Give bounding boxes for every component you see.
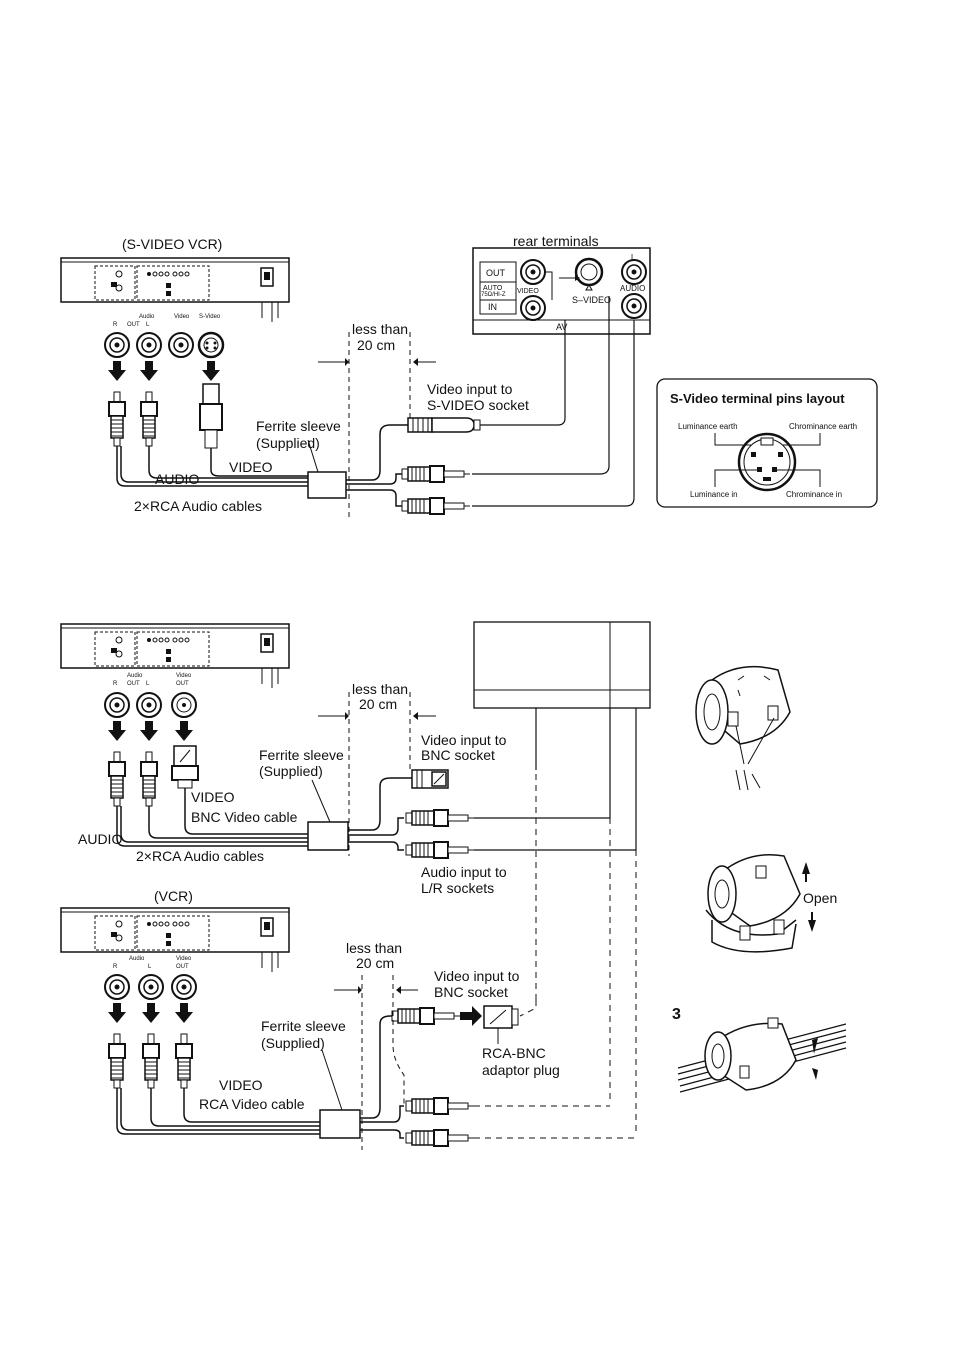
bnc-video-cable-label: BNC Video cable	[191, 809, 298, 825]
section2-diagram	[60, 621, 651, 1136]
port2-out-video: OUT	[176, 681, 189, 687]
l-terminal-label: L	[631, 253, 636, 262]
video-input-1: Video input to	[427, 381, 513, 397]
port3-out-video: OUT	[176, 964, 189, 970]
port1-svideo: S-Video	[199, 314, 221, 320]
cm-1: 20 cm	[357, 337, 396, 353]
av-label: AV	[556, 322, 568, 332]
svideo-pins-box	[656, 378, 878, 508]
less-than-3: less than	[346, 940, 403, 956]
sleeve-step2	[705, 853, 816, 953]
ferrite-2: Ferrite sleeve	[259, 747, 344, 763]
port1-audio: Audio	[139, 314, 155, 320]
adaptor-label-2: adaptor plug	[482, 1062, 560, 1078]
port2-audio: Audio	[127, 673, 143, 679]
port2-r: R	[113, 681, 118, 687]
video-input-3: Video input to	[434, 968, 520, 984]
port1-r: R	[113, 322, 118, 328]
sleeve-step1	[695, 665, 791, 791]
chrominance-in-label: Chrominance in	[786, 490, 843, 499]
port1-l: L	[146, 322, 150, 328]
rca-audio-cables-1: 2×RCA Audio cables	[134, 498, 263, 514]
rear-terminals-label: rear terminals	[513, 233, 599, 249]
section3-diagram	[60, 907, 636, 1150]
video-terminal-label: VIDEO	[517, 288, 539, 295]
adaptor-label-1: RCA-BNC	[482, 1045, 546, 1061]
audio-label-1: AUDIO	[155, 471, 200, 487]
supplied-1: (Supplied)	[256, 435, 320, 451]
rca-audio-cables-2: 2×RCA Audio cables	[136, 848, 265, 864]
port2-video: Video	[176, 673, 192, 679]
ferrite-3: Ferrite sleeve	[261, 1018, 346, 1034]
svideo-terminal-label: S–VIDEO	[572, 295, 612, 305]
ferrite-1: Ferrite sleeve	[256, 418, 341, 434]
port1-video: Video	[174, 314, 190, 320]
in-label: IN	[488, 302, 497, 312]
sleeve-step3	[677, 1017, 847, 1093]
rca-video-cable-label: RCA Video cable	[199, 1096, 305, 1112]
video-cable-label-1: VIDEO	[229, 459, 273, 475]
open-label: Open	[803, 890, 838, 906]
port2-out: OUT	[127, 681, 140, 687]
supplied-3: (Supplied)	[261, 1035, 325, 1051]
port3-l: L	[148, 964, 152, 970]
audio-terminal-label: AUDIO	[620, 284, 646, 293]
cm-2: 20 cm	[359, 696, 398, 712]
cm-3: 20 cm	[356, 955, 395, 971]
bnc-socket-3: BNC socket	[434, 984, 508, 1000]
step-3-number: 3	[672, 1006, 681, 1023]
svideo-socket-label: S-VIDEO socket	[427, 397, 529, 413]
auto-label: AUTO	[483, 285, 503, 292]
port3-audio: Audio	[129, 956, 145, 962]
less-than-1: less than	[352, 321, 409, 337]
supplied-2: (Supplied)	[259, 763, 323, 779]
pins-title: S-Video terminal pins layout	[670, 391, 845, 406]
audio-input-label: Audio input to	[421, 864, 507, 880]
impedance-label: 75Ω/HI-Z	[481, 292, 506, 298]
video-cable-label-3: VIDEO	[219, 1077, 263, 1093]
luminance-in-label: Luminance in	[690, 490, 738, 499]
port1-out: OUT	[127, 322, 140, 328]
out-label: OUT	[486, 268, 505, 278]
luminance-earth-label: Luminance earth	[678, 422, 738, 431]
port3-video: Video	[176, 956, 192, 962]
section1-diagram	[60, 247, 651, 520]
chrominance-earth-label: Chrominance earth	[789, 422, 858, 431]
audio-label-2: AUDIO	[78, 831, 123, 847]
less-than-2: less than	[352, 681, 409, 697]
bnc-socket-2: BNC socket	[421, 747, 495, 763]
video-input-2: Video input to	[421, 732, 507, 748]
vcr3-title: (VCR)	[154, 888, 193, 904]
vcr1-title: (S-VIDEO VCR)	[122, 236, 223, 252]
video-cable-label-2: VIDEO	[191, 789, 235, 805]
lr-sockets-label: L/R sockets	[421, 880, 495, 896]
port3-r: R	[113, 964, 118, 970]
port2-l: L	[146, 681, 150, 687]
